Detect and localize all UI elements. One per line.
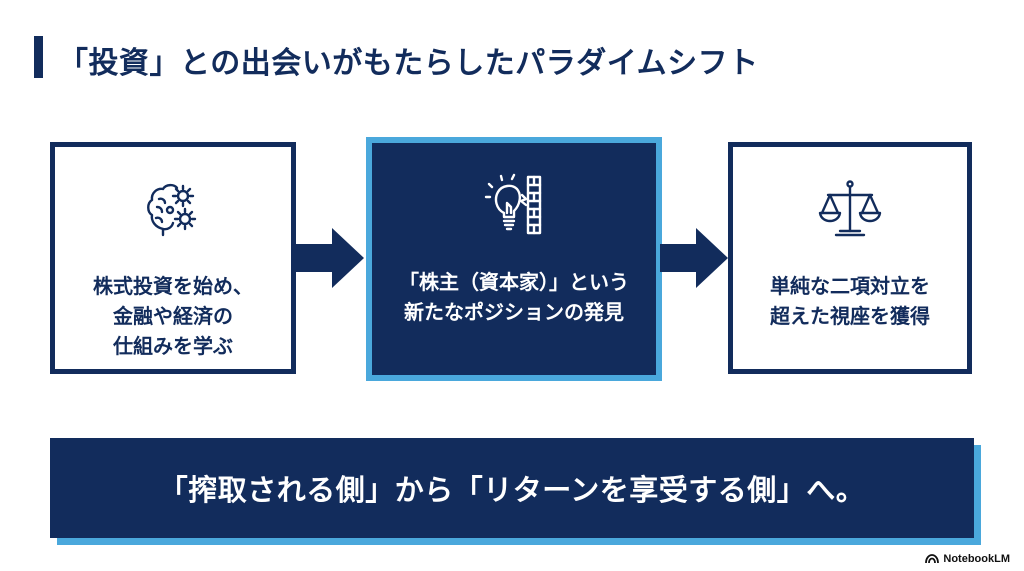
balance-scale-icon xyxy=(818,180,882,237)
step-3-line-2: 超えた視座を獲得 xyxy=(770,304,930,328)
lightbulb-wall-icon xyxy=(484,173,542,235)
slide-title: 「投資」との出会いがもたらしたパラダイムシフト xyxy=(58,46,759,81)
step-1-line-3: 仕組みを学ぶ xyxy=(113,334,233,358)
step-2-line-1: 「株主（資本家）」という xyxy=(399,270,629,294)
notebooklm-logo-icon xyxy=(925,554,940,564)
right-arrow-icon xyxy=(296,228,364,288)
step-1-line-2: 金融や経済の xyxy=(113,304,233,328)
step-1-box: 株式投資を始め、 金融や経済の 仕組みを学ぶ xyxy=(50,142,296,374)
conclusion-banner: 「搾取される側」から「リターンを享受する側」へ。 xyxy=(50,438,974,538)
step-2-line-2: 新たなポジションの発見 xyxy=(404,300,624,324)
step-3-line-1: 単純な二項対立を xyxy=(770,274,930,298)
notebooklm-watermark: NotebookLM xyxy=(925,553,1010,565)
step-2-box: 「株主（資本家）」という 新たなポジションの発見 xyxy=(372,143,656,375)
right-arrow-icon xyxy=(660,228,728,288)
title-accent-bar xyxy=(34,36,43,78)
step-3-box: 単純な二項対立を 超えた視座を獲得 xyxy=(728,142,972,374)
brain-gears-icon xyxy=(147,183,197,237)
brand-name: NotebookLM xyxy=(943,553,1010,565)
step-1-line-1: 株式投資を始め、 xyxy=(93,274,253,298)
conclusion-text: 「搾取される側」から「リターンを享受する側」へ。 xyxy=(158,473,866,507)
